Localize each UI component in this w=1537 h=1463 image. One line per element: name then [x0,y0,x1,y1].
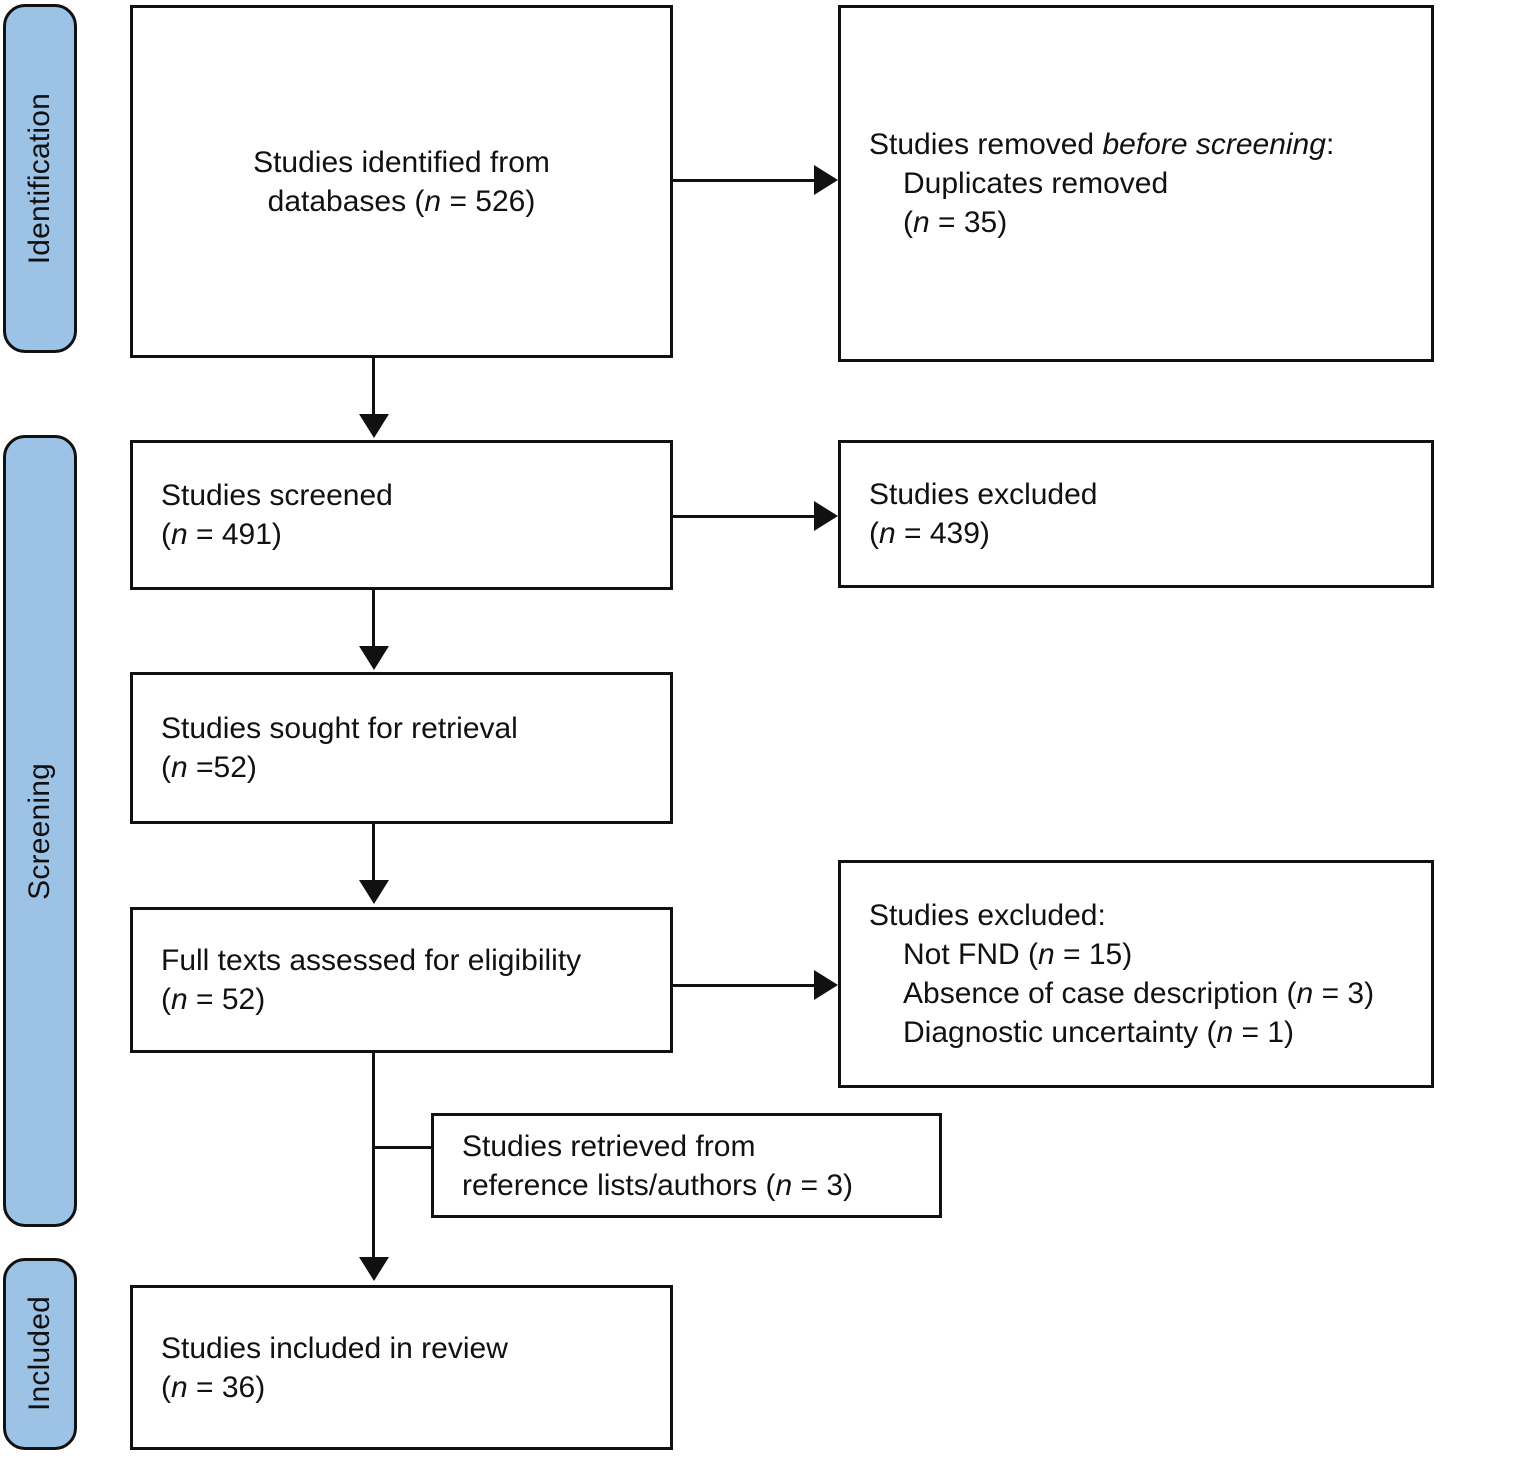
connector-identified-to-removed [673,179,816,182]
arrowhead-fulltext-to-excluded [814,970,838,1000]
node-screened-line1: Studies screened [161,479,393,512]
text-part: = 3) [1313,977,1375,1010]
n-symbol: n [913,206,930,239]
node-fulltext-line2: (n = 52) [161,980,642,1019]
node-studies-identified: Studies identified from databases (n = 5… [130,5,673,358]
connector-identified-to-screened [372,358,375,418]
node-excluded-fulltext-line4: Diagnostic uncertainty (n = 1) [869,1013,1403,1052]
arrowhead-fulltext-to-included [359,1257,389,1281]
connector-sought-to-fulltext [372,824,375,883]
node-studies-excluded-full-text: Studies excluded: Not FND (n = 15) Absen… [838,860,1434,1088]
connector-fulltext-to-included [372,1053,375,1261]
stage-label-included: Included [23,1296,56,1412]
n-symbol: n [171,518,188,551]
node-studies-identified-line2: databases (n = 526) [161,182,642,221]
text-part: ( [161,1370,171,1404]
stage-label-screening: Screening [23,762,56,900]
node-studies-excluded-screening: Studies excluded (n = 439) [838,440,1434,588]
text-part: Not FND ( [903,938,1038,971]
n-symbol: n [1038,938,1055,971]
emphasis-before-screening: before screening [1102,128,1326,161]
node-excluded-screening-line1: Studies excluded [869,478,1098,511]
text-part: Diagnostic uncertainty ( [903,1016,1217,1049]
text-part: = 1) [1233,1016,1295,1049]
node-excluded-fulltext-line2: Not FND (n = 15) [869,935,1403,974]
connector-screened-to-sought [372,590,375,650]
arrowhead-identified-to-screened [359,414,389,438]
stage-bar-screening: Screening [3,435,77,1227]
node-studies-retrieved-reference-lists: Studies retrieved from reference lists/a… [431,1113,942,1218]
text-part: = 3) [792,1168,854,1202]
stage-label-identification: Identification [23,92,56,265]
n-symbol: n [424,184,442,218]
node-retrieved-line1: Studies retrieved from [462,1129,756,1163]
node-studies-screened: Studies screened (n = 491) [130,440,673,590]
text-part: ( [161,518,171,551]
text-part: = 36) [187,1370,266,1404]
arrowhead-screened-to-excluded [814,501,838,531]
node-sought-line1: Studies sought for retrieval [161,712,518,745]
node-excluded-screening-line2: (n = 439) [869,514,1403,553]
arrowhead-identified-to-removed [814,165,838,195]
text-part: = 526) [441,184,536,218]
text-part: ( [903,206,913,239]
text-part: = 491) [187,518,282,551]
n-symbol: n [171,983,188,1016]
text-part: reference lists/authors ( [462,1168,776,1202]
node-removed-line3: (n = 35) [869,203,1403,242]
text-part: = 439) [895,517,990,550]
node-studies-sought-for-retrieval: Studies sought for retrieval (n =52) [130,672,673,824]
node-fulltext-line1: Full texts assessed for eligibility [161,944,582,977]
node-removed-line1: Studies removed before screening: [869,125,1403,164]
arrowhead-sought-to-fulltext [359,880,389,904]
text-part: Absence of case description ( [903,977,1297,1010]
arrowhead-screened-to-sought [359,646,389,670]
n-symbol: n [879,517,896,550]
text-part: databases ( [267,184,425,218]
n-symbol: n [171,1370,188,1404]
text-part: : [1325,128,1335,161]
n-symbol: n [1296,977,1314,1010]
connector-screened-to-excluded [673,515,816,518]
n-symbol: n [1216,1016,1234,1049]
node-studies-included-in-review: Studies included in review (n = 36) [130,1285,673,1450]
node-full-texts-assessed: Full texts assessed for eligibility (n =… [130,907,673,1053]
node-included-line1: Studies included in review [161,1331,508,1365]
connector-retrieved-to-main-line [374,1146,433,1149]
stage-bar-included: Included [3,1258,77,1450]
n-symbol: n [775,1168,793,1202]
node-excluded-fulltext-line3: Absence of case description (n = 3) [869,974,1403,1013]
node-sought-line2: (n =52) [161,748,642,787]
text-part: = 52) [187,983,266,1016]
text-part: = 35) [929,206,1008,239]
text-part: = 15) [1054,938,1133,971]
node-included-line2: (n = 36) [161,1368,642,1407]
text-part: =52) [187,751,257,784]
stage-bar-identification: Identification [3,4,77,353]
node-studies-identified-line1: Studies identified from [253,145,550,179]
text-part: ( [161,751,171,784]
node-screened-line2: (n = 491) [161,515,642,554]
node-retrieved-line2: reference lists/authors (n = 3) [462,1166,911,1205]
n-symbol: n [171,751,188,784]
text-part: Studies removed [869,128,1103,161]
text-part: ( [869,517,879,550]
text-part: ( [161,983,171,1016]
node-excluded-fulltext-line1: Studies excluded: [869,899,1106,932]
connector-fulltext-to-excluded [673,984,816,987]
node-studies-removed-before-screening: Studies removed before screening: Duplic… [838,5,1434,362]
node-removed-line2: Duplicates removed [903,167,1169,200]
